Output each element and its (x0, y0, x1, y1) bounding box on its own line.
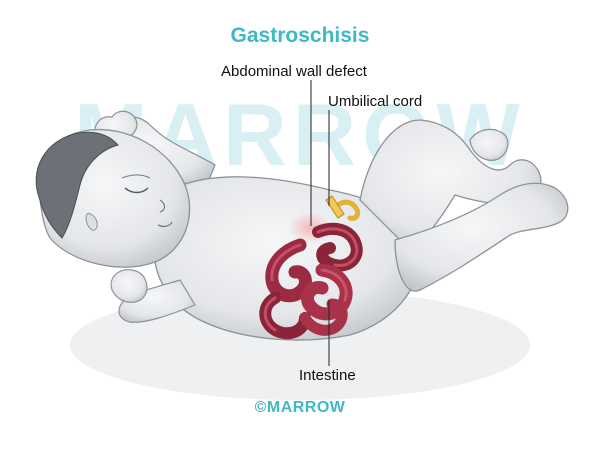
label-intestine: Intestine (299, 367, 356, 384)
intestines (259, 222, 363, 340)
diagram-title: Gastroschisis (230, 24, 370, 47)
copyright-mark: ©MARROW (254, 399, 346, 416)
hair (35, 131, 119, 239)
nose (159, 199, 166, 213)
raised-leg (359, 119, 542, 251)
ear (85, 212, 98, 231)
lower-arm (118, 279, 196, 323)
cord-clamp (325, 195, 345, 219)
label-umbilical-cord: Umbilical cord (328, 93, 423, 110)
upper-foot (469, 128, 509, 161)
extended-leg (394, 182, 569, 292)
closed-eye (124, 187, 149, 194)
label-abdominal-wall-defect: Abdominal wall defect (221, 63, 367, 80)
eyebrow (121, 174, 151, 179)
floor-shadow (70, 290, 530, 400)
fist (110, 269, 148, 303)
mouth (157, 221, 173, 228)
umbilical-cord (335, 199, 361, 221)
